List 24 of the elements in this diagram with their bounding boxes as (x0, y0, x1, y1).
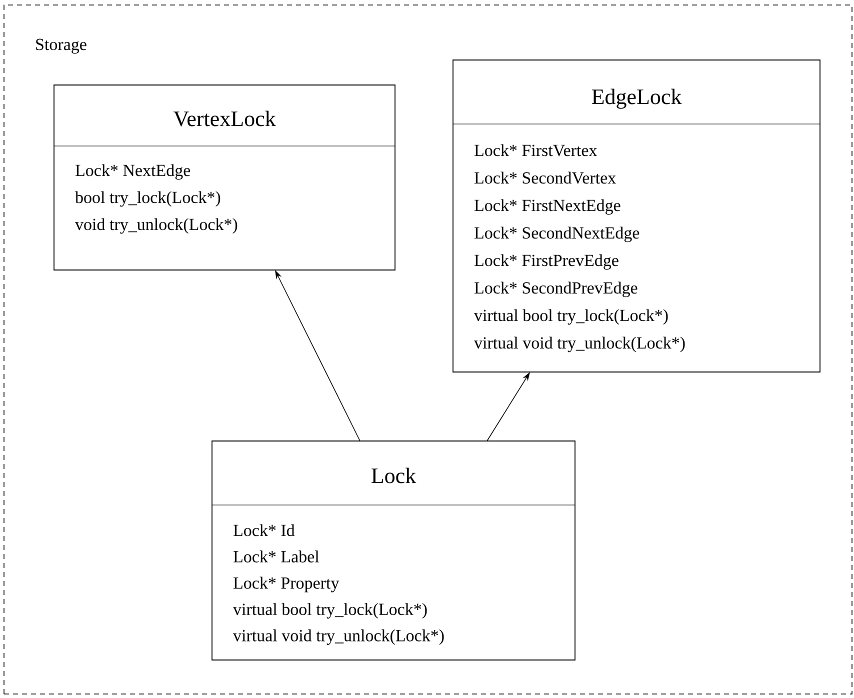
member-text: void try_unlock(Lock*) (75, 218, 238, 234)
member-text: Lock* FirstPrevEdge (474, 254, 618, 270)
member-text: Lock* Id (234, 524, 295, 536)
member-text: Lock* SecondNextEdge (474, 226, 640, 242)
class-name: Lock (372, 468, 416, 484)
class-box (54, 84, 396, 270)
member-text: virtual bool try_lock(Lock*) (233, 603, 427, 619)
class-name: EdgeLock (592, 88, 682, 109)
member-text: Lock* SecondVertex (474, 172, 616, 184)
class-box (212, 440, 576, 660)
package-frame (4, 4, 852, 694)
class-box (452, 60, 820, 372)
member-text: virtual void try_unlock(Lock*) (474, 336, 685, 352)
package-label: Storage (36, 38, 86, 54)
class-name: VertexLock (173, 110, 276, 126)
member-text: Lock* Property (234, 576, 340, 592)
member-text: Lock* SecondPrevEdge (474, 282, 638, 298)
member-text: Lock* Label (234, 550, 320, 562)
member-text: virtual bool try_lock(Lock*) (474, 309, 668, 325)
member-text: bool try_lock(Lock*) (75, 191, 220, 207)
member-text: virtual void try_unlock(Lock*) (233, 629, 444, 645)
member-text: Lock* NextEdge (76, 164, 190, 180)
member-text: Lock* FirstVertex (474, 144, 598, 156)
member-text: Lock* FirstNextEdge (474, 199, 620, 215)
